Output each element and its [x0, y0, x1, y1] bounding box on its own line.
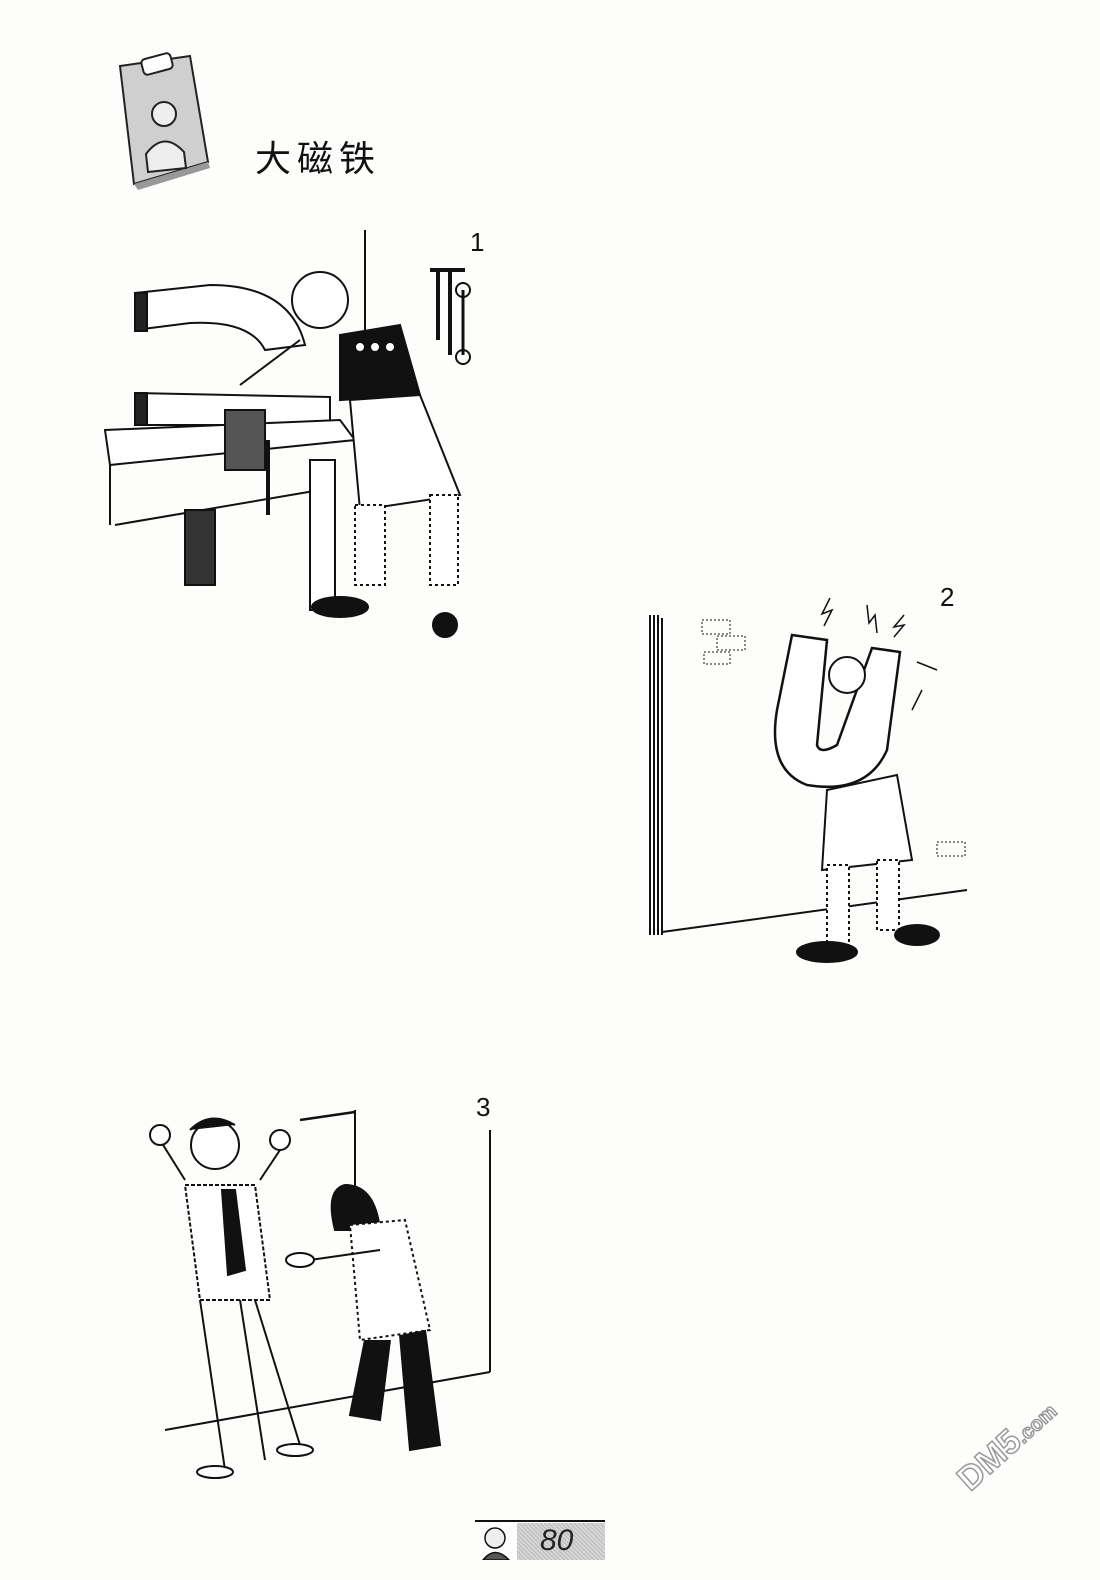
- comic-panel-2: 2: [632, 580, 972, 965]
- page-title: 大磁铁: [255, 139, 382, 180]
- panel-number: 2: [940, 582, 955, 612]
- site-watermark: DM5.com: [949, 1391, 1064, 1499]
- page-number-box: [517, 1523, 605, 1560]
- panel-number: 1: [470, 227, 485, 257]
- comic-panel-3: 3: [140, 1090, 500, 1490]
- footer-rule: [475, 1520, 605, 1522]
- page-footer: 80: [475, 1520, 605, 1561]
- page-number: 80: [540, 1524, 574, 1557]
- panel-number: 3: [476, 1092, 491, 1122]
- comic-panel-1: 1: [100, 225, 500, 645]
- panel-3-illustration: [149, 1110, 491, 1479]
- panel-1-illustration: [103, 230, 471, 638]
- mascot-face-icon: [475, 1523, 517, 1561]
- watermark-suffix: .com: [1011, 1400, 1062, 1449]
- panel-2-illustration: [649, 597, 968, 963]
- pinned-portrait-icon: [112, 44, 212, 194]
